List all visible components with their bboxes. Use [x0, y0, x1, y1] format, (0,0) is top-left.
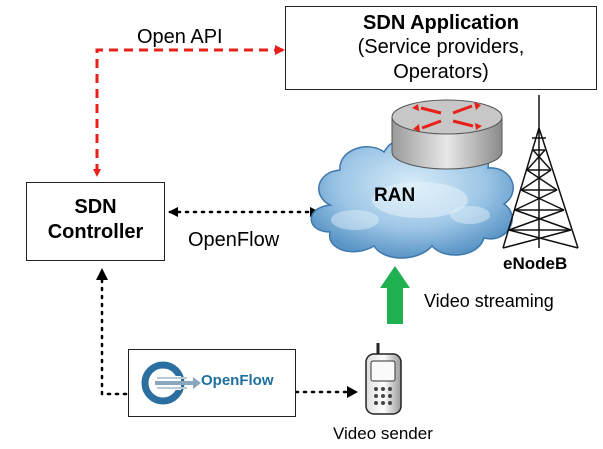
open-api-label: Open API [137, 26, 223, 48]
video-streaming-label: Video streaming [424, 291, 554, 311]
openflow-logo-text: OpenFlow [201, 372, 274, 389]
enodeb-label: eNodeB [503, 254, 568, 273]
sender-control-connector [96, 268, 358, 398]
tower-icon [502, 95, 579, 249]
sdn-application-line2: Operators) [393, 61, 489, 83]
sdn-application-line1: (Service providers, [357, 36, 525, 58]
sdn-controller-line2: Controller [47, 221, 144, 243]
sdn-application-box: SDN Application (Service providers, Oper… [285, 6, 597, 90]
router-icon [391, 99, 503, 170]
sdn-application-title: SDN Application [363, 12, 519, 34]
phone-icon [365, 343, 402, 415]
open-api-connector [93, 45, 285, 177]
video-sender-label: Video sender [333, 424, 433, 443]
ran-label: RAN [374, 185, 416, 206]
openflow-logo-box: OpenFlow [128, 349, 296, 417]
openflow-logo-icon [141, 361, 201, 405]
sdn-controller-box: SDN Controller [26, 182, 165, 261]
video-streaming-arrow [380, 266, 410, 324]
openflow-label: OpenFlow [188, 229, 280, 251]
sdn-controller-line1: SDN [74, 196, 117, 218]
